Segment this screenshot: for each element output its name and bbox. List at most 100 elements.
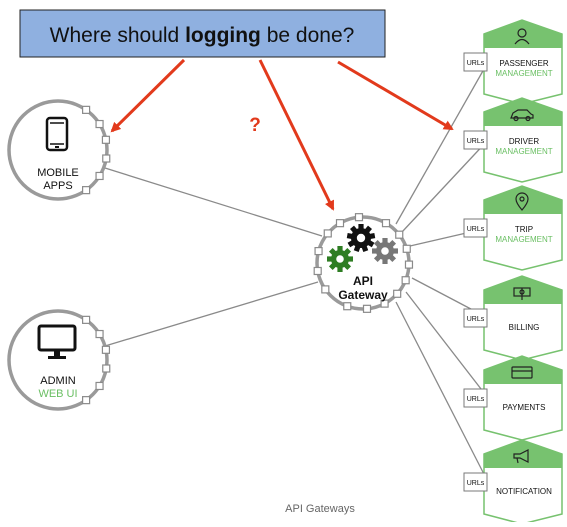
service-title: NOTIFICATION — [496, 487, 552, 496]
service-cap — [484, 356, 562, 384]
admin-label-line1: ADMIN — [40, 375, 76, 387]
admin-connector-ports — [82, 315, 111, 405]
connector-port — [395, 230, 404, 239]
connector-port — [102, 154, 111, 163]
connector-port — [343, 302, 352, 311]
service-title: PAYMENTS — [503, 403, 546, 412]
urls-box — [463, 218, 488, 238]
question-box: Where should logging be done? — [19, 9, 386, 58]
connector-port — [82, 186, 91, 195]
urls-label: URLs — [467, 316, 485, 323]
connector-port — [381, 219, 391, 228]
admin-label-line2: WEB UI — [38, 388, 77, 400]
mobile-label-line1: MOBILE — [37, 167, 79, 179]
connector-mobile-gateway — [104, 167, 323, 237]
urls-box — [463, 308, 488, 328]
service-subtitle: MANAGEMENT — [495, 147, 552, 156]
connector-port — [404, 260, 414, 269]
mobile-label-line2: APPS — [43, 180, 72, 192]
question-arrows — [110, 58, 454, 211]
admin-web-ui-node: ADMIN WEB UI — [7, 309, 111, 411]
urls-label: URLs — [467, 396, 485, 403]
question-bold-word: logging — [185, 24, 261, 47]
api-gateway-node: API Gateway — [313, 213, 414, 313]
gear-icon — [346, 224, 376, 253]
service-cap — [484, 98, 562, 126]
monitor-icon — [37, 324, 77, 359]
service-cap — [484, 440, 562, 468]
urls-label: URLs — [467, 60, 485, 67]
smartphone-icon — [45, 116, 69, 152]
map-pin-icon — [515, 192, 529, 211]
connector-port — [95, 171, 104, 181]
connector-admin-gateway — [104, 281, 319, 347]
gateway-connector-ports — [313, 213, 414, 313]
service-notification: NOTIFICATION URLs — [463, 439, 563, 525]
urls-label: URLs — [467, 138, 485, 145]
connector-port — [380, 299, 389, 308]
connector-port — [393, 289, 402, 298]
connector-port — [95, 119, 104, 129]
service-cap — [484, 186, 562, 214]
gears-icon — [327, 224, 398, 272]
urls-box — [463, 130, 488, 150]
gateway-label-line1: API — [353, 274, 373, 288]
urls-label: URLs — [467, 226, 485, 233]
connector-port — [82, 315, 91, 324]
connector-port — [314, 246, 323, 256]
connector-port — [101, 135, 111, 144]
connector-port — [323, 229, 332, 238]
urls-label: URLs — [467, 480, 485, 487]
connector-port — [82, 396, 91, 405]
connector-port — [354, 213, 364, 222]
urls-box — [463, 52, 488, 72]
connector-gateway-payments — [405, 291, 489, 399]
service-title: BILLING — [509, 323, 540, 332]
services: PASSENGERMANAGEMENTURLsDRIVERMANAGEMENTU… — [463, 19, 563, 525]
question-text: Where should logging be done? — [50, 24, 355, 47]
service-cap — [484, 20, 562, 48]
car-icon — [510, 109, 534, 122]
question-mark: ? — [249, 115, 261, 136]
connector-port — [95, 381, 104, 391]
connector-gateway-driver — [401, 139, 489, 233]
mobile-apps-node: MOBILE APPS — [7, 99, 111, 201]
connector-port — [402, 244, 411, 253]
connector-port — [313, 266, 322, 276]
connector-port — [362, 304, 372, 313]
passenger-icon — [514, 28, 530, 45]
arrow-to-gateway — [258, 59, 335, 211]
service-subtitle: MANAGEMENT — [495, 235, 552, 244]
urls-box — [463, 472, 488, 492]
gateway-label-line2: Gateway — [338, 288, 388, 302]
connector-gateway-passenger — [395, 61, 489, 225]
connector-port — [82, 105, 91, 114]
connector-gateway-notification — [395, 301, 489, 483]
arrow-to-services — [337, 60, 454, 131]
gear-icon — [327, 246, 353, 272]
service-title: PASSENGER — [499, 59, 548, 68]
connector-port — [401, 276, 410, 285]
connector-port — [95, 329, 104, 339]
caption: API Gateways — [285, 503, 355, 515]
service-title: TRIP — [515, 225, 533, 234]
question-prefix: Where should — [50, 24, 185, 47]
connectors — [104, 61, 489, 483]
credit-card-icon — [511, 366, 533, 379]
connector-port — [321, 285, 330, 294]
gear-icon — [372, 238, 398, 264]
connector-port — [101, 345, 111, 354]
service-billing: BILLING URLs — [463, 275, 563, 361]
mobile-connector-ports — [82, 105, 111, 195]
service-payments: PAYMENTS URLs — [463, 355, 563, 441]
billing-icon — [513, 287, 531, 300]
urls-box — [463, 388, 488, 408]
arrow-to-mobile — [110, 58, 186, 133]
connector-port — [335, 219, 345, 228]
connector-port — [102, 364, 111, 373]
